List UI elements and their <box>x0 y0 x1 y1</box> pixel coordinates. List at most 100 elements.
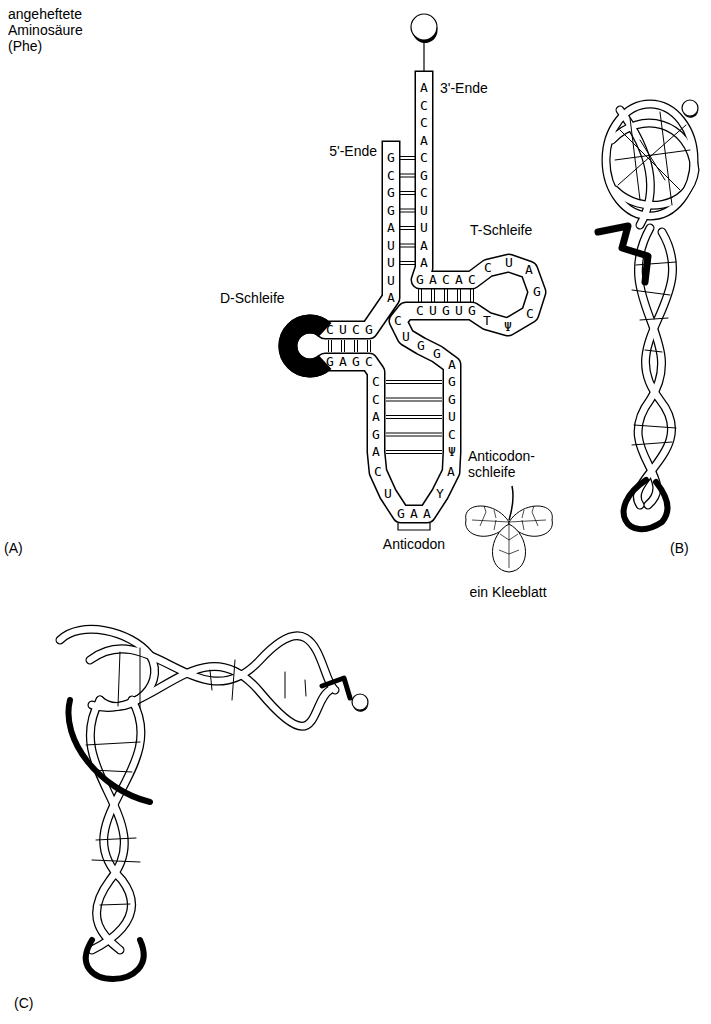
nucleotide: A <box>448 358 456 372</box>
nucleotide-sequence: CUGUG <box>416 304 481 318</box>
base-pair-tick <box>400 264 415 265</box>
nucleotide: G <box>417 339 425 353</box>
base-pair-tick <box>357 340 358 352</box>
trna-3d-view-c <box>86 648 306 905</box>
nucleotide-sequence: GGUCΨ <box>446 373 459 461</box>
nucleotide-sequence: CCAGA <box>370 373 383 461</box>
clover-leaf <box>509 486 513 520</box>
base-pair-tick <box>386 380 442 381</box>
anticodon-sequence: GAA <box>397 507 436 521</box>
base-pair-tick <box>400 244 415 245</box>
figure-caption: ein Kleeblatt <box>469 584 546 600</box>
nucleotide: Ψ <box>504 320 512 334</box>
trna-3d-view-c <box>90 636 335 690</box>
base-pair-tick <box>386 453 442 454</box>
base-pair-tick <box>434 289 435 302</box>
trna-3d-view-b <box>620 110 650 225</box>
trna-3d-view-c <box>92 700 141 950</box>
molecule-label: angeheftete Aminosäure (Phe) <box>8 6 98 54</box>
base-pair-tick <box>400 229 415 230</box>
panel-label: (B) <box>670 540 689 556</box>
nucleotide: U <box>402 330 410 344</box>
trna-3d-view-b <box>632 262 676 445</box>
base-pair-tick <box>400 177 415 178</box>
nucleotide-sequence: GAGC <box>326 355 378 369</box>
loop-label: T-Schleife <box>470 222 532 238</box>
base-pair-tick <box>386 436 442 437</box>
panel-label: (C) <box>14 995 33 1011</box>
base-pair-tick <box>400 226 415 227</box>
base-pair-tick <box>400 212 415 213</box>
trna-3d-view-b <box>682 100 698 116</box>
base-pair-tick <box>400 174 415 175</box>
trna-3d-view-b <box>615 112 690 445</box>
amino-acid-ball <box>411 14 437 71</box>
base-pair-tick <box>418 289 419 302</box>
nucleotide: A <box>447 465 455 479</box>
nucleotide-sequence: GACAC <box>416 273 481 287</box>
trna-3d-view-b <box>606 104 695 505</box>
base-pair-tick <box>386 398 442 399</box>
clover-leaf <box>466 486 553 572</box>
nucleotide: C <box>526 307 534 321</box>
clover-leaf <box>492 524 525 572</box>
base-pair-tick <box>386 415 442 416</box>
amino-acid-ball <box>411 14 437 40</box>
trna-3d-view-c <box>352 694 368 710</box>
base-pair-tick <box>400 156 415 157</box>
base-pair-tick <box>400 247 415 248</box>
base-pair-tick <box>447 289 448 302</box>
nucleotide: A <box>525 263 533 277</box>
anticodon-label: Anticodon <box>383 536 445 552</box>
trna-3d-view-b <box>598 100 698 529</box>
trna-3d-view-c <box>86 940 144 979</box>
amino-acid-ball <box>423 40 424 71</box>
nucleotide-sequence: CUCG <box>326 323 378 337</box>
base-pair-tick <box>431 289 432 302</box>
amino-acid-ball <box>413 27 437 43</box>
base-pair-tick <box>386 418 442 419</box>
base-pair-tick <box>344 340 345 352</box>
trna-3d-view-c <box>322 678 350 698</box>
nucleotide: C <box>484 261 492 275</box>
base-pair-tick <box>400 261 415 262</box>
d-loop-black <box>288 324 325 368</box>
nucleotide: U <box>384 487 392 501</box>
anticodon-bracket <box>398 523 430 530</box>
base-pair-tick <box>400 194 415 195</box>
base-pair-tick <box>341 340 342 352</box>
clover-leaf <box>509 506 546 530</box>
base-pair-tick <box>367 340 368 352</box>
trna-3d-view-b <box>598 226 648 282</box>
nucleotide: C <box>394 314 402 328</box>
base-pair-tick <box>473 289 474 302</box>
base-pair-tick <box>370 340 371 352</box>
panel-label: (A) <box>4 540 23 556</box>
base-pair-tick <box>470 289 471 302</box>
clover-leaf <box>472 506 509 530</box>
trna-3d-view-c <box>60 629 335 950</box>
trna-3d-view-b <box>683 108 698 118</box>
loop-label: D-Schleife <box>220 290 285 306</box>
nucleotide: T <box>483 314 491 328</box>
base-pair-tick <box>386 383 442 384</box>
end-label: 3'-Ende <box>440 80 488 96</box>
base-pair-tick <box>328 340 329 352</box>
clover-leaf <box>499 524 519 568</box>
end-label: 5'-Ende <box>329 143 377 159</box>
base-pair-tick <box>400 159 415 160</box>
trna-3d-view-c <box>60 629 368 979</box>
trna-3d-view-c <box>353 702 368 712</box>
nucleotide: G <box>433 347 441 361</box>
base-pair-tick <box>331 340 332 352</box>
nucleotide-sequence: GCGGAUUUA <box>385 149 398 307</box>
base-pair-tick <box>421 289 422 302</box>
loop-label: Anticodon- schleife <box>468 448 550 480</box>
base-pair-tick <box>444 289 445 302</box>
base-pair-tick <box>457 289 458 302</box>
trna-3d-view-c <box>60 629 335 950</box>
nucleotide-sequence: ACCACGCUUAA <box>418 79 431 272</box>
base-pair-tick <box>386 433 442 434</box>
trna-3d-view-b <box>624 480 668 529</box>
base-pair-tick <box>386 401 442 402</box>
